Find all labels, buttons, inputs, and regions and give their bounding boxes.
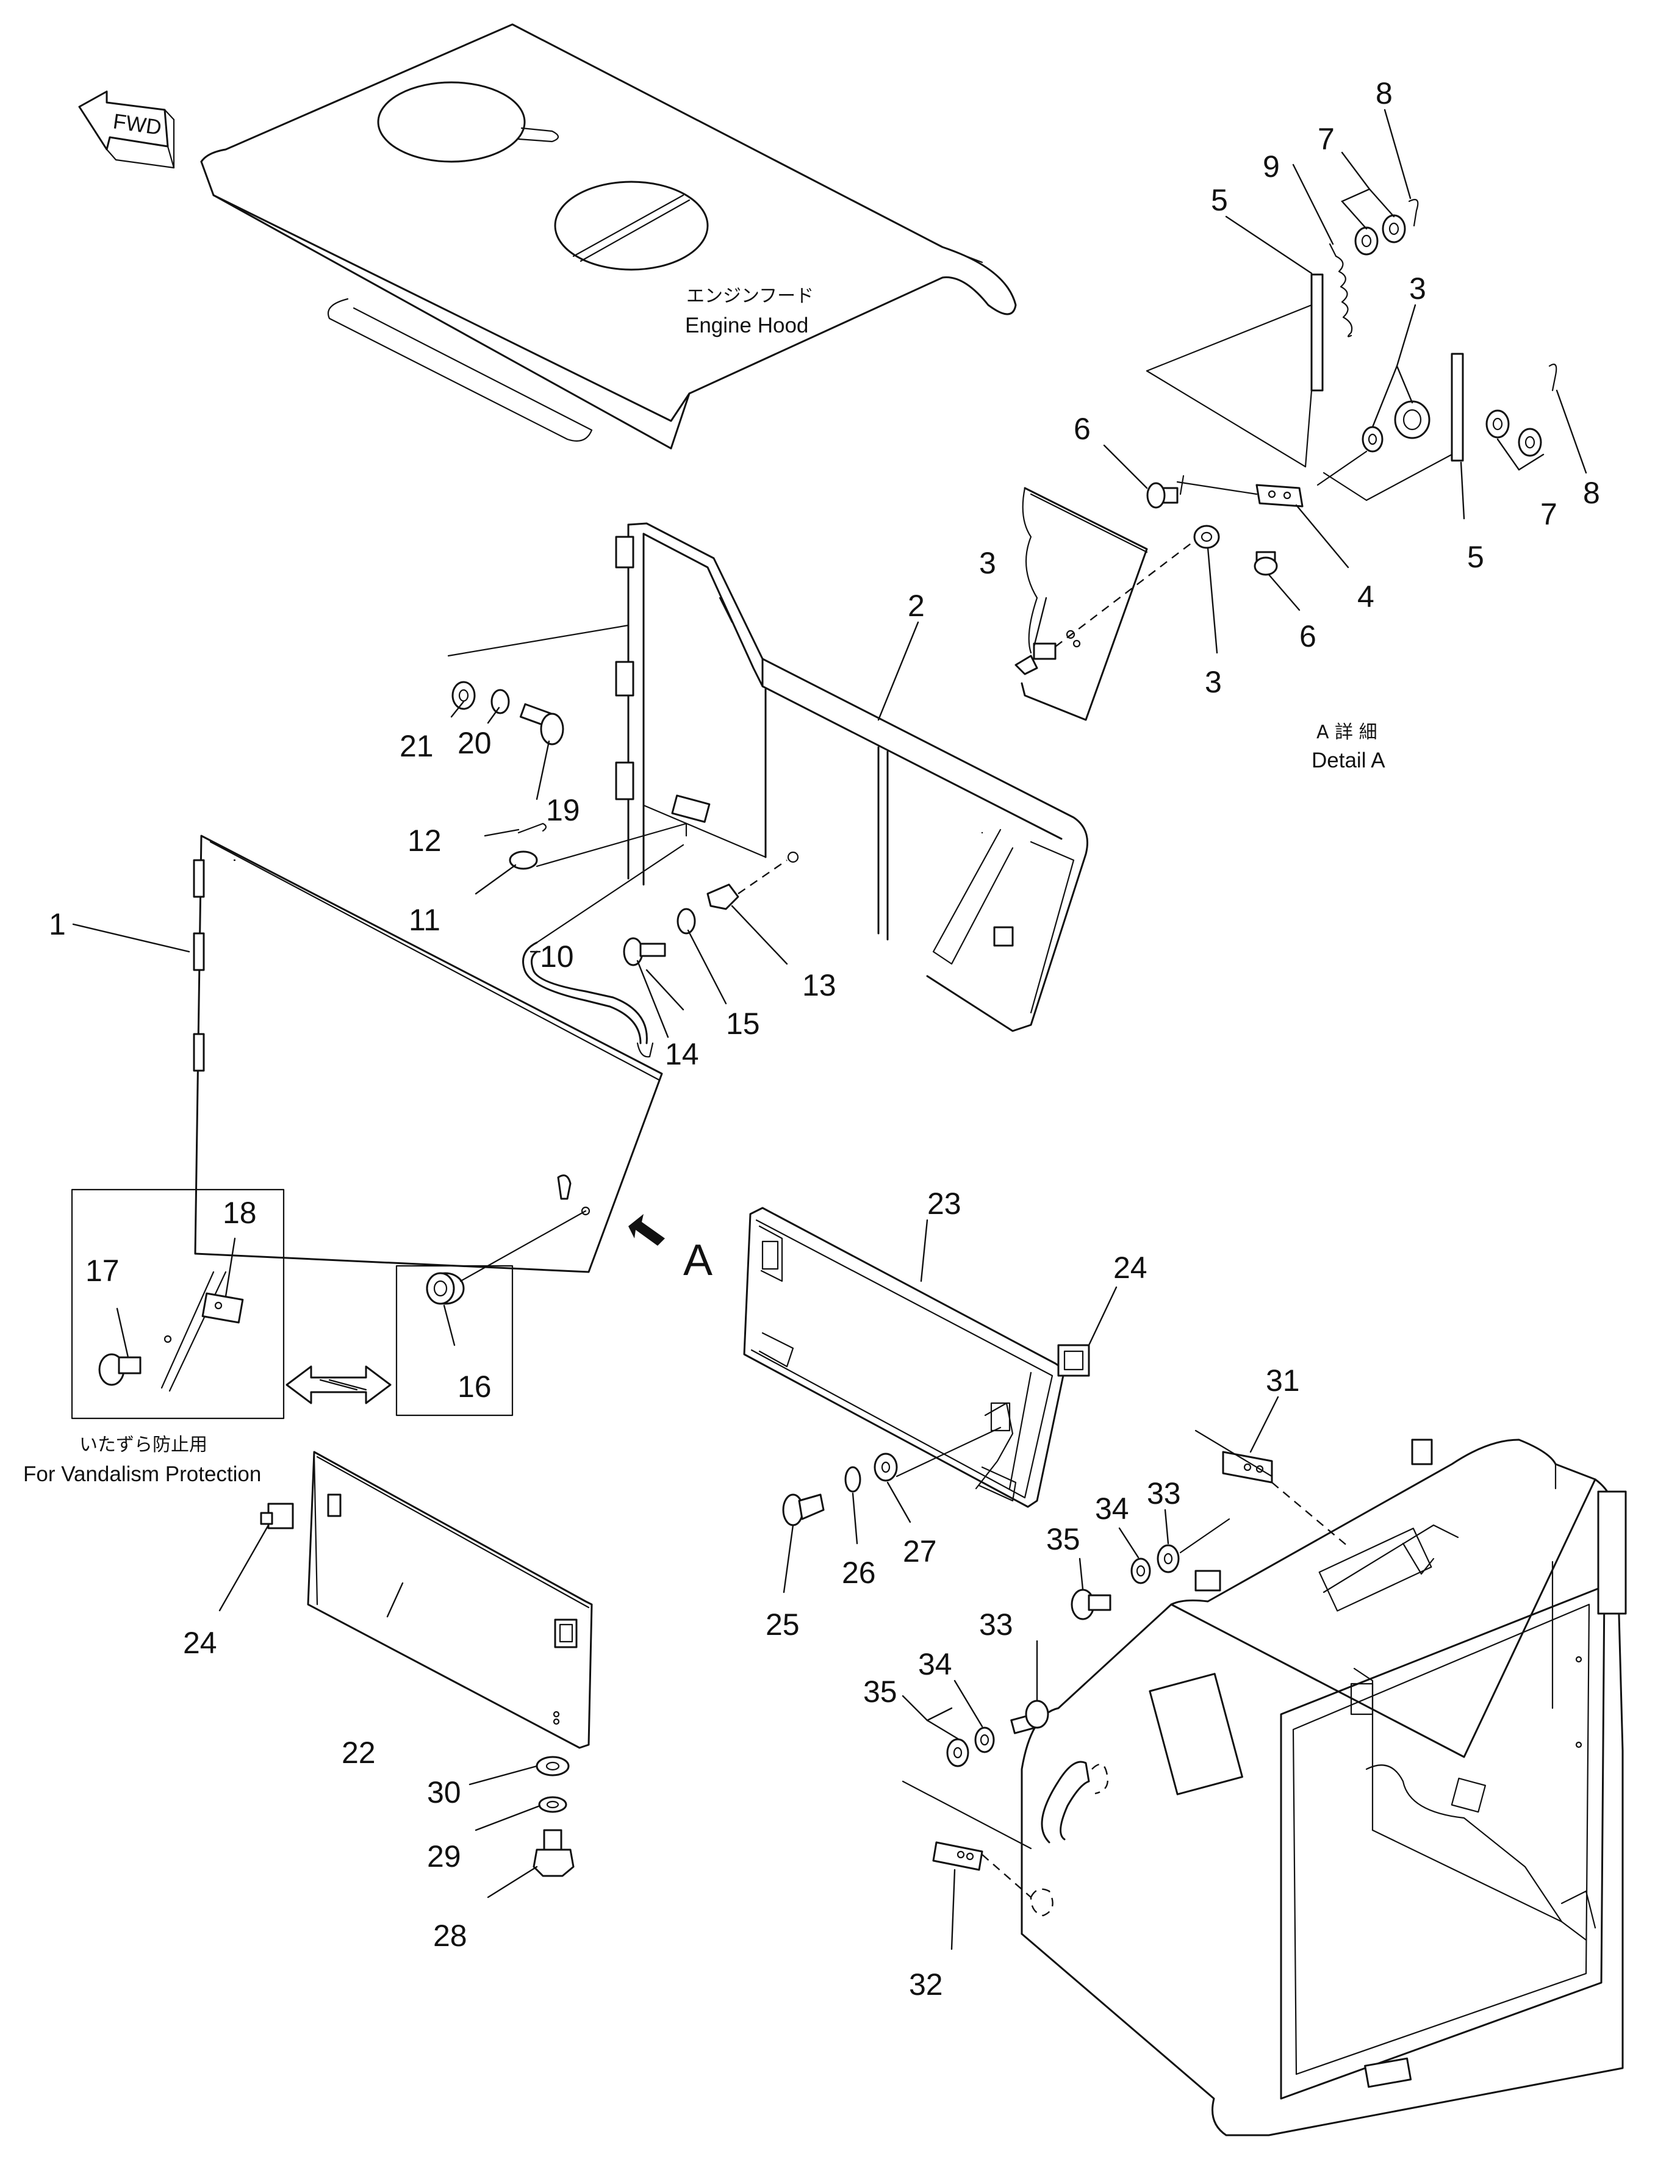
callout-18: 18	[223, 1196, 257, 1230]
washer-33-upper	[1157, 1544, 1180, 1573]
callout-7-right: 7	[1540, 497, 1557, 531]
callout-13: 13	[802, 968, 836, 1002]
detail-a	[1014, 199, 1557, 721]
callout-8-left: 8	[1376, 76, 1393, 110]
callout-35-upper: 35	[1046, 1522, 1080, 1556]
vandal-protection-box	[71, 1188, 285, 1420]
callout-24-gasket: 24	[1113, 1251, 1147, 1285]
callout-19: 19	[546, 793, 580, 827]
bolt-14	[623, 937, 666, 966]
washer-34-upper	[1130, 1557, 1151, 1584]
callout-14: 14	[665, 1037, 699, 1071]
bracket-31	[1222, 1451, 1273, 1484]
clip-13	[706, 883, 739, 910]
detail-a-label-en: Detail A	[1312, 749, 1385, 772]
panel-cover-23	[743, 1207, 1066, 1508]
callout-34-lower: 34	[918, 1647, 952, 1681]
release-cable	[522, 844, 684, 1058]
washer-27	[874, 1453, 898, 1482]
callout-29: 29	[427, 1839, 461, 1873]
view-a-label: A	[683, 1236, 713, 1285]
pin-12	[517, 822, 547, 834]
callout-6-lower: 6	[1299, 619, 1316, 653]
callout-12: 12	[407, 824, 442, 858]
engine-hood-label-en: Engine Hood	[685, 314, 808, 337]
callout-3-latch: 3	[979, 546, 996, 580]
callout-34-upper: 34	[1095, 1492, 1129, 1526]
gasket-24	[1057, 1344, 1090, 1377]
fwd-arrow-icon: FWD	[78, 90, 175, 169]
screw-25	[782, 1493, 825, 1526]
bracket-32	[932, 1841, 983, 1871]
washer-11	[509, 850, 538, 870]
callout-4: 4	[1357, 580, 1374, 614]
bolt-35-upper	[1071, 1589, 1111, 1620]
callout-27: 27	[903, 1534, 937, 1568]
callout-5-right: 5	[1467, 540, 1484, 574]
double-arrow-icon	[285, 1365, 392, 1404]
callout-10: 10	[540, 939, 574, 974]
callout-9: 9	[1263, 149, 1280, 184]
callout-2: 2	[908, 589, 925, 623]
door-frame	[615, 522, 1088, 1032]
callout-24-latch: 24	[183, 1626, 217, 1660]
callout-26: 26	[842, 1556, 876, 1590]
callout-32: 32	[909, 1967, 943, 2002]
callout-5-left: 5	[1211, 183, 1228, 217]
callout-33-upper: 33	[1147, 1476, 1181, 1510]
grommet-box	[395, 1265, 514, 1417]
washer-26	[844, 1466, 861, 1493]
callout-7-left: 7	[1318, 122, 1335, 156]
callout-20: 20	[458, 726, 492, 760]
callout-11: 11	[409, 903, 440, 937]
engine-hood	[200, 23, 1017, 450]
washer-30	[536, 1756, 570, 1776]
callout-1: 1	[49, 907, 66, 941]
side-door	[193, 835, 663, 1273]
leader-lines	[72, 109, 1587, 1950]
washer-34-lower	[974, 1726, 995, 1753]
callout-35-lower: 35	[863, 1675, 897, 1709]
callout-3-washer: 3	[1205, 665, 1222, 699]
view-a-arrow-icon	[628, 1214, 665, 1246]
bolt-33-lower	[1010, 1700, 1049, 1734]
washer-20	[490, 689, 510, 714]
callout-25: 25	[766, 1607, 800, 1642]
callout-28: 28	[433, 1919, 467, 1953]
vandal-label-en: For Vandalism Protection	[23, 1462, 261, 1486]
bolt-19	[519, 703, 564, 745]
latch-24	[260, 1503, 294, 1529]
cab-enclosure	[1021, 1439, 1627, 2136]
callout-17: 17	[85, 1254, 120, 1288]
washer-29	[538, 1796, 567, 1813]
washer-15	[677, 908, 696, 935]
callout-30: 30	[427, 1775, 461, 1809]
grommet-16	[426, 1272, 465, 1305]
callout-16: 16	[458, 1370, 492, 1404]
callout-22: 22	[342, 1736, 376, 1770]
callout-8-right: 8	[1583, 476, 1600, 510]
washer-21	[451, 681, 476, 710]
vandal-label-jp: いたずら防止用	[79, 1434, 207, 1456]
callout-6-upper: 6	[1074, 412, 1091, 446]
detail-a-label-jp: A 詳 細	[1316, 722, 1377, 743]
callout-33-lower: 33	[979, 1607, 1013, 1642]
callout-31: 31	[1266, 1363, 1300, 1398]
washer-35-lower	[946, 1738, 969, 1767]
callout-15: 15	[726, 1007, 760, 1041]
callout-23: 23	[927, 1187, 961, 1221]
callout-21: 21	[400, 729, 434, 763]
engine-hood-label-jp: エンジンフード	[686, 286, 814, 307]
callout-3-nut: 3	[1409, 271, 1426, 306]
bolt-28	[533, 1829, 575, 1877]
lower-door-22	[307, 1451, 593, 1749]
